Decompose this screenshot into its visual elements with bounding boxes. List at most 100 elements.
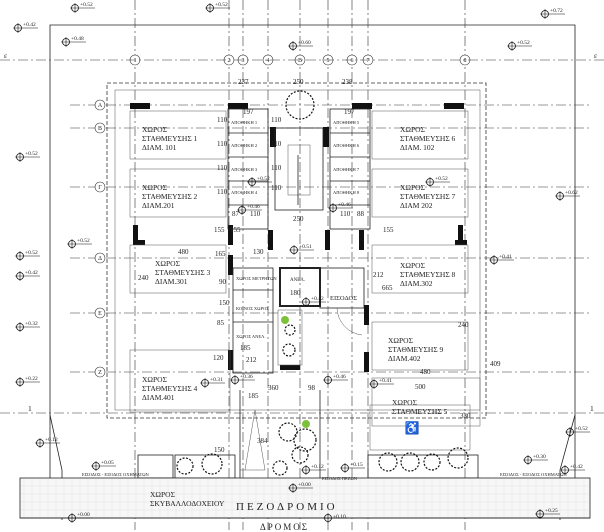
parking-unit: ΔΙΑΜ.402 [388, 354, 421, 363]
dimension-label: 120 [213, 354, 224, 362]
elevation-value: +0.52 [25, 250, 38, 256]
elevation-marker: +0.05 [91, 460, 116, 471]
dimension-label: 212 [373, 271, 384, 279]
elevation-value: +0.22 [25, 376, 38, 382]
storage-room-label: ΑΠΟΘΗΚΗ 6 [333, 143, 360, 148]
axis-label: 8 [464, 58, 467, 64]
dimension-label: 110 [340, 210, 351, 218]
dimension-label: 110 [250, 210, 261, 218]
building-outline [106, 82, 487, 419]
room-label-bins-2: ΣΚΥΒΑΛΛΟΔΟΧΕΙΟΥ [150, 499, 225, 508]
axis-row-1: Α [94, 99, 106, 111]
dimension-label: 150 [214, 446, 225, 454]
parking-unit: ΔΙΑΜ.201 [142, 201, 175, 210]
axis-label: Ε [98, 311, 102, 317]
elevation-value: +0.05 [101, 460, 114, 466]
plant-icon [272, 460, 288, 476]
sidewalk [19, 477, 591, 519]
axis-label: Α [98, 103, 103, 109]
axis-label-bottom-left: 1 [28, 404, 32, 413]
axis-label: 7 [367, 58, 370, 64]
dimension-label: 250 [293, 78, 304, 86]
dimension-label: 240 [138, 274, 149, 282]
axis-label: 4 [267, 58, 270, 64]
elevation-marker: +0.52 [70, 2, 95, 13]
room-label-bins-1: ΧΩΡΟΣ [150, 490, 175, 499]
dimension-label: 238 [342, 78, 353, 86]
dimension-label: 250 [293, 215, 304, 223]
parking-name: ΣΤΑΘΜΕΥΣΗΣ 9 [388, 345, 444, 354]
elevation-value: +0.52 [575, 426, 588, 432]
room-label-vehicle-entry-left: ΕΙΣΟΔΟΣ - ΕΞΟΔΟΣ ΟΧΗΜΑΤΩΝ [82, 472, 150, 477]
elevation-marker: +0.48 [61, 36, 86, 47]
parking-title: ΧΩΡΟΣ [142, 183, 167, 192]
elevation-value: +0.42 [311, 296, 324, 302]
elevation-marker: +0.00 [67, 512, 92, 523]
dimension-label: 165 [215, 250, 226, 258]
dimension-label: 237 [238, 78, 249, 86]
elevation-value: +0.72 [550, 8, 563, 14]
tree-icon [281, 316, 289, 324]
parking-unit: ΔΙΑΜ.302 [400, 279, 433, 288]
dimension-label: 480 [420, 368, 431, 376]
parking-title: ΧΩΡΟΣ [142, 125, 167, 134]
axis-label: Β [298, 58, 302, 64]
elevation-value: +0.52 [257, 176, 270, 182]
structural-columns [130, 103, 467, 372]
axis-row-2: Β [94, 122, 106, 134]
elevation-marker: +0.52 [425, 176, 450, 187]
parking-title: ΧΩΡΟΣ [400, 125, 425, 134]
dimension-label: 480 [178, 248, 189, 256]
elevation-marker: +0.42 [301, 296, 326, 307]
elevation-marker: +0.51 [289, 244, 314, 255]
plant-icon [282, 343, 296, 357]
dimension-label: 110 [217, 116, 228, 124]
elevation-marker: +0.52 [565, 426, 590, 437]
elevation-value: +0.31 [210, 377, 223, 383]
room-label-common: ΚΟΙΝΟΣ ΧΩΡΟΣ [236, 306, 269, 311]
parking-name: ΣΤΑΘΜΕΥΣΗΣ 2 [142, 192, 198, 201]
dimension-label: 240 [458, 321, 469, 329]
elevation-marker: +0.46 [323, 374, 348, 385]
staircase [274, 127, 324, 211]
parking-name: ΣΤΑΘΜΕΥΣΗΣ 3 [155, 268, 211, 277]
tree-icon [302, 420, 310, 428]
plant-icon [201, 453, 223, 475]
parking-name: ΣΤΑΘΜΕΥΣΗΣ 4 [142, 384, 198, 393]
elevation-value: +0.25 [545, 508, 558, 514]
plant-icon [378, 452, 398, 472]
elevation-value: +0.42 [570, 464, 583, 470]
storage-room-label: ΑΠΟΘΗΚΗ 4 [231, 190, 258, 195]
storage-room-label: ΑΠΟΘΗΚΗ 2 [231, 143, 257, 148]
axis-label: 3 [242, 58, 245, 64]
plants: ♿ [176, 90, 469, 476]
axis-label-top-left: ε [4, 51, 7, 60]
elevation-value: +0.10 [333, 514, 346, 520]
room-label-lift: ΑΝΕΛ. [290, 278, 305, 283]
parking-unit: ΔΙΑΜ 202 [400, 201, 433, 210]
parking-unit: ΔΙΑΜ. 102 [400, 143, 435, 152]
elevation-value: +0.36 [240, 374, 253, 380]
dimension-label: 110 [271, 140, 282, 148]
room-label-entrance: ΕΙΣΟΔΟΣ [330, 295, 357, 302]
dimension-label: 180 [290, 289, 301, 297]
core-rooms [232, 267, 365, 374]
dimension-label: 87 [232, 210, 240, 218]
elevation-value: +0.46 [338, 202, 351, 208]
elevation-marker: +0.52 [15, 250, 40, 261]
road-label: ΔΡΟΜΟΣ [260, 522, 309, 532]
elevation-value: +0.15 [350, 462, 363, 468]
elevation-marker: +0.42 [15, 270, 40, 281]
storage-room-label: ΑΠΟΘΗΚΗ 5 [333, 120, 360, 125]
dimension-label: 185 [248, 392, 259, 400]
elevation-value: +0.52 [517, 40, 530, 46]
plot-boundary [49, 24, 576, 490]
dimension-label: 197 [243, 108, 254, 116]
dimension-label: 110 [271, 116, 282, 124]
